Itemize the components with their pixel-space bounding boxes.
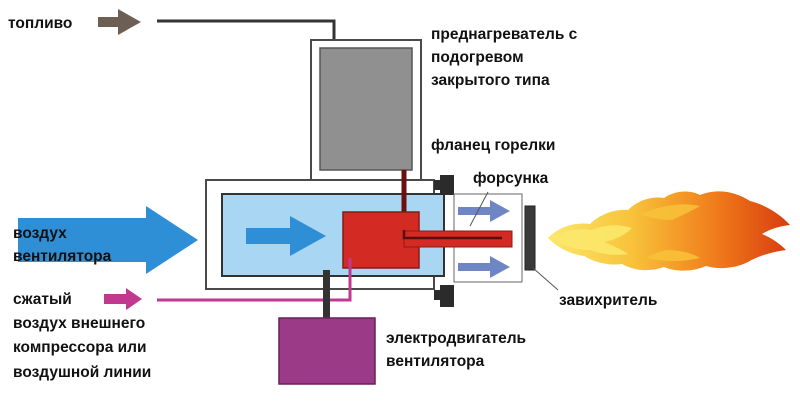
flange-top (440, 175, 454, 195)
compressed-air-inlet (104, 258, 352, 310)
compressed-air-label-line1: сжатый (13, 291, 72, 308)
fuel-inlet (98, 9, 336, 40)
compressed-air-label-line3: компрессора или (13, 339, 147, 356)
nozzle-inner-line (402, 230, 502, 240)
flange-label: фланец горелки (431, 137, 555, 154)
flame (548, 191, 790, 271)
compressed-air-label-line2: воздух внешнего (13, 315, 145, 332)
outlet-arrow-bottom-icon (458, 256, 510, 278)
swirler-plate (524, 205, 536, 271)
fan-air-label-line2: вентилятора (13, 248, 112, 265)
swirler-label: завихритель (559, 292, 657, 309)
fan-air-label-line1: воздух (13, 225, 67, 242)
preheater-label-line3: закрытого типа (431, 72, 550, 89)
fuel-line (157, 19, 336, 40)
motor-body (278, 317, 376, 385)
preheater-label-line1: преднагреватель с (431, 26, 578, 43)
preheater-label-line2: подогревом (431, 49, 524, 66)
fan-air-arrow-icon (18, 206, 198, 274)
flange-bottom-line (434, 290, 440, 300)
flame-tongue-top (640, 204, 700, 220)
flange-top-line (434, 180, 440, 190)
nozzle-pointer (469, 191, 489, 227)
fuel-arrow-icon (98, 9, 141, 35)
swirler-pointer (532, 267, 559, 291)
fuel-label: топливо (8, 15, 72, 32)
preheater (310, 39, 422, 181)
nozzle (402, 191, 513, 248)
compressed-air-label-line4: воздушной линии (13, 364, 151, 381)
burner-flange (434, 175, 454, 307)
flange-bottom (440, 285, 454, 307)
motor-label-line1: электродвигатель (386, 330, 526, 347)
compressed-air-arrow-icon (104, 288, 142, 310)
swirler (524, 205, 559, 291)
motor-shaft (323, 270, 330, 320)
preheater-core (319, 47, 413, 171)
compressed-air-line (157, 258, 352, 302)
nozzle-label: форсунка (473, 170, 549, 187)
flame-tongue-bottom (646, 250, 700, 261)
fan-motor (278, 270, 376, 385)
flame-core (552, 225, 632, 255)
internal-air-arrow-icon (246, 216, 326, 256)
motor-label-line2: вентилятора (386, 353, 485, 370)
outlet-arrow-top-icon (458, 200, 510, 222)
